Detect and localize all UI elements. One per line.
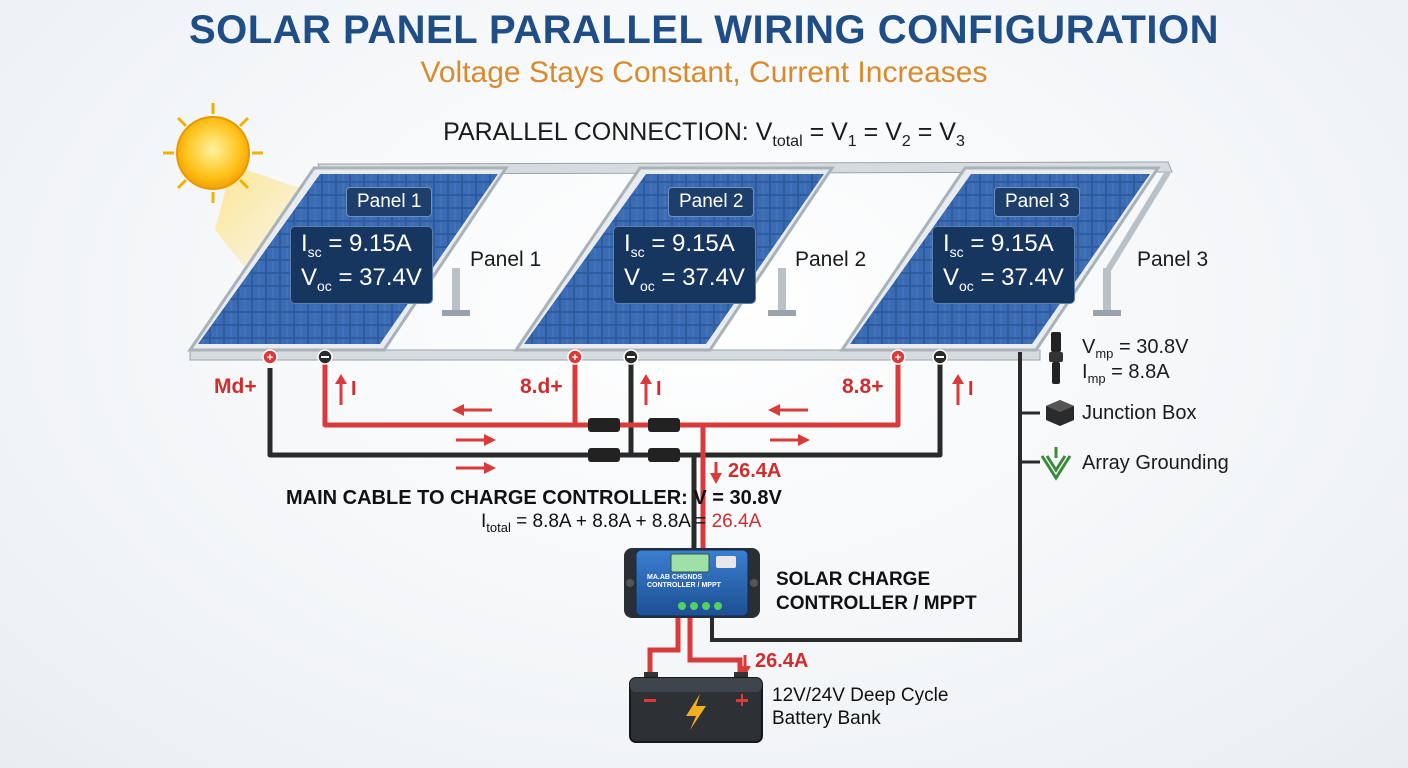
panel-2-current-label: I bbox=[656, 378, 662, 400]
page-title: SOLAR PANEL PARALLEL WIRING CONFIGURATIO… bbox=[188, 8, 1220, 52]
panel-2-side-label: Panel 2 bbox=[795, 248, 867, 271]
sun-icon bbox=[163, 103, 320, 280]
svg-text:+: + bbox=[267, 352, 273, 364]
panel-3-specs: Isc = 9.15A Voc = 37.4V bbox=[932, 226, 1075, 304]
current-arrows bbox=[335, 374, 964, 676]
panel-3-current-label: I bbox=[968, 378, 974, 400]
page-subtitle: Voltage Stays Constant, Current Increase… bbox=[420, 56, 988, 89]
main-cable-label: MAIN CABLE TO CHARGE CONTROLLER: V = 30.… bbox=[286, 487, 782, 509]
battery-wires bbox=[647, 615, 743, 676]
panel-2-badge: Panel 2 bbox=[668, 187, 755, 217]
panel-2-specs: Isc = 9.15A Voc = 37.4V bbox=[613, 226, 756, 304]
ground-wire bbox=[710, 352, 1022, 642]
panel-1-current-label: I bbox=[351, 378, 357, 400]
panel-2-plus-label: 8.d+ bbox=[520, 375, 563, 398]
panel-terminals: + + + bbox=[262, 349, 948, 365]
mc4-connector-icon bbox=[1049, 332, 1063, 384]
panel-1-plus-label: Md+ bbox=[214, 375, 257, 398]
panel-3-plus-label: 8.8+ bbox=[842, 375, 884, 398]
vmp-label: Vmp = 30.8V bbox=[1082, 336, 1189, 361]
panel-3-badge: Panel 3 bbox=[994, 187, 1081, 217]
panel-1-specs: Isc = 9.15A Voc = 37.4V bbox=[290, 226, 433, 304]
svg-text:+: + bbox=[895, 352, 901, 364]
ground-icon bbox=[1040, 447, 1072, 481]
battery-current-label: 26.4A bbox=[755, 650, 809, 672]
junction-box-label: Junction Box bbox=[1082, 402, 1197, 424]
total-current-formula: Itotal = 8.8A + 8.8A + 8.8A = 26.4A bbox=[481, 511, 762, 535]
lightning-icon bbox=[686, 694, 706, 730]
junction-box-icon bbox=[1046, 400, 1074, 426]
charge-controller bbox=[624, 548, 760, 618]
panel-1-side-label: Panel 1 bbox=[470, 248, 542, 271]
imp-label: Imp = 8.8A bbox=[1082, 361, 1170, 386]
branch-connectors bbox=[588, 418, 680, 462]
panel-1-badge: Panel 1 bbox=[346, 187, 433, 217]
array-grounding-label: Array Grounding bbox=[1082, 452, 1229, 474]
main-current-label: 26.4A bbox=[728, 460, 782, 482]
panel-3-side-label: Panel 3 bbox=[1137, 248, 1209, 271]
svg-text:+: + bbox=[572, 352, 578, 364]
parallel-formula: PARALLEL CONNECTION: Vtotal = V1 = V2 = … bbox=[443, 118, 965, 150]
